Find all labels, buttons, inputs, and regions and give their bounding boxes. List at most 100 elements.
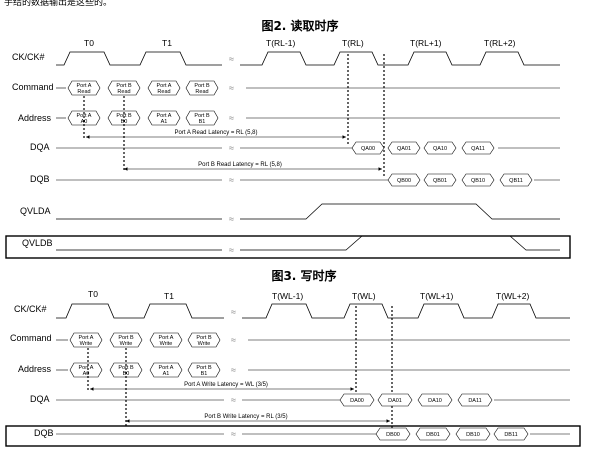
write-addr-cell-0-port: Port A bbox=[79, 365, 94, 371]
read-clock-label-rl-1: T(RL-1) bbox=[266, 38, 295, 48]
read-clock-label-rl+1: T(RL+1) bbox=[410, 38, 442, 48]
read-dqb-cell-1 bbox=[423, 173, 457, 187]
read-signal-qvldb: QVLDB bbox=[22, 238, 53, 248]
read-cmd-cell-0 bbox=[67, 80, 101, 96]
write-dqb-cells: DB00 DB01 DB10 DB11 bbox=[375, 427, 529, 441]
read-clock-label-rl+2: T(RL+2) bbox=[484, 38, 516, 48]
write-addr-cell-0-addr: A0 bbox=[83, 371, 90, 377]
write-cmd-cell-2-port: Port A bbox=[159, 335, 174, 341]
read-cmd-cell-2-port: Port A bbox=[157, 83, 172, 89]
write-addr-cell-3-port: Port B bbox=[196, 365, 212, 371]
read-cmd-cell-1 bbox=[107, 80, 141, 96]
write-dqb-cell-0 bbox=[375, 427, 411, 441]
read-break-qvldb: ≈ bbox=[229, 245, 234, 255]
read-clock-waveform-2 bbox=[240, 51, 560, 66]
write-dqa-text-0: DA00 bbox=[350, 398, 364, 404]
write-clock-label-wl-1: T(WL-1) bbox=[272, 291, 303, 301]
read-address-cells: Port A A0 Port B B0 Port A A1 Port B B1 bbox=[67, 110, 219, 126]
read-signal-dqa: DQA bbox=[30, 142, 50, 152]
read-qvlda-waveform-2 bbox=[240, 203, 560, 220]
read-cmd-cell-2 bbox=[147, 80, 181, 96]
read-latency-b-label: Port B Read Latency = RL (5,8) bbox=[198, 162, 282, 168]
write-clock-label-t0: T0 bbox=[88, 289, 98, 299]
read-addr-cell-3 bbox=[185, 110, 219, 126]
read-signal-dqb: DQB bbox=[30, 174, 50, 184]
figure-write: 图3. 写时序 T0 T1 T(WL-1) T(WL) T(WL+1) T(WL… bbox=[5, 268, 581, 447]
read-dqb-text-1: QB01 bbox=[433, 178, 447, 184]
read-break-qvlda: ≈ bbox=[229, 214, 234, 224]
read-addr-cell-2-addr: A1 bbox=[161, 119, 168, 125]
read-cmd-cell-2-op: Read bbox=[157, 89, 170, 95]
write-cmd-cell-3-port: Port B bbox=[196, 335, 212, 341]
read-addr-cell-3-addr: B1 bbox=[199, 119, 206, 125]
read-addr-cell-2 bbox=[147, 110, 181, 126]
read-qvldb-waveform-2 bbox=[240, 235, 560, 251]
read-break-ck: ≈ bbox=[229, 54, 234, 64]
write-command-cells: Port A Write Port B Write Port A Write P… bbox=[69, 332, 221, 348]
read-break-cmd: ≈ bbox=[229, 83, 234, 93]
read-clock-label-t1: T1 bbox=[162, 38, 172, 48]
figure-read-title: 图2. 读取时序 bbox=[261, 18, 338, 33]
write-dqb-text-1: DB01 bbox=[426, 432, 440, 438]
write-dqb-text-3: DB11 bbox=[504, 432, 517, 438]
read-dqb-text-2: QB10 bbox=[471, 178, 485, 184]
read-dqa-cells: QA00 QA01 QA10 QA11 bbox=[351, 141, 495, 155]
write-dqb-cell-1 bbox=[415, 427, 451, 441]
write-clock-waveform bbox=[56, 303, 224, 319]
read-cmd-cell-1-port: Port B bbox=[116, 83, 132, 89]
read-signal-address: Address bbox=[18, 113, 52, 123]
write-cmd-cell-3-op: Write bbox=[198, 341, 211, 347]
write-break-dqa: ≈ bbox=[231, 395, 236, 405]
read-dqa-cell-1 bbox=[387, 141, 421, 155]
write-cmd-cell-1-op: Write bbox=[120, 341, 133, 347]
read-break-addr: ≈ bbox=[229, 113, 234, 123]
read-cmd-cell-3-port: Port B bbox=[194, 83, 210, 89]
write-dqa-text-2: DA10 bbox=[428, 398, 442, 404]
read-dqb-cell-2 bbox=[461, 173, 495, 187]
write-cmd-cell-3 bbox=[187, 332, 221, 348]
write-addr-cell-2 bbox=[149, 362, 183, 378]
write-dqa-cell-3 bbox=[457, 393, 493, 407]
read-dqb-text-3: QB11 bbox=[509, 178, 523, 184]
write-addr-cell-2-addr: A1 bbox=[163, 371, 170, 377]
read-dqb-cells: QB00 QB01 QB10 QB11 bbox=[387, 173, 533, 187]
read-dqa-text-3: QA11 bbox=[471, 146, 485, 152]
write-signal-dqb: DQB bbox=[34, 428, 54, 438]
figure-write-title: 图3. 写时序 bbox=[271, 268, 336, 283]
write-addr-cell-2-port: Port A bbox=[159, 365, 174, 371]
write-signal-ck: CK/CK# bbox=[14, 304, 47, 314]
read-cmd-cell-0-op: Read bbox=[77, 89, 90, 95]
read-qvldb-highlight-box bbox=[5, 235, 571, 259]
read-clock-waveform bbox=[56, 51, 222, 66]
write-cmd-cell-0-op: Write bbox=[80, 341, 93, 347]
write-signal-address: Address bbox=[18, 364, 52, 374]
write-dqa-cell-1 bbox=[377, 393, 413, 407]
write-clock-label-wl: T(WL) bbox=[352, 291, 376, 301]
read-break-dqb: ≈ bbox=[229, 175, 234, 185]
write-latency-a-label: Port A Write Latency = WL (3/5) bbox=[184, 382, 268, 388]
write-address-cells: Port A A0 Port B B0 Port A A1 Port B B1 bbox=[69, 362, 221, 378]
write-dqb-cell-2 bbox=[455, 427, 491, 441]
read-dqb-cell-3 bbox=[499, 173, 533, 187]
read-clock-label-rl: T(RL) bbox=[342, 38, 364, 48]
write-break-dqb: ≈ bbox=[231, 429, 236, 439]
read-cmd-cell-3-op: Read bbox=[195, 89, 208, 95]
write-addr-cell-3-addr: B1 bbox=[201, 371, 208, 377]
read-cmd-cell-3 bbox=[185, 80, 219, 96]
read-latency-a-label: Port A Read Latency = RL (5,8) bbox=[175, 130, 258, 136]
read-dqa-cell-2 bbox=[423, 141, 457, 155]
write-dqa-cells: DA00 DA01 DA10 DA11 bbox=[339, 393, 493, 407]
write-addr-cell-0 bbox=[69, 362, 103, 378]
write-dqb-cell-3 bbox=[493, 427, 529, 441]
read-break-dqa: ≈ bbox=[229, 143, 234, 153]
read-addr-cell-2-port: Port A bbox=[157, 113, 172, 119]
write-addr-cell-3 bbox=[187, 362, 221, 378]
read-dqa-text-0: QA00 bbox=[361, 146, 375, 152]
write-cmd-cell-1-port: Port B bbox=[118, 335, 134, 341]
write-dqa-cell-2 bbox=[417, 393, 453, 407]
write-cmd-cell-0-port: Port A bbox=[79, 335, 94, 341]
read-signal-ck: CK/CK# bbox=[12, 52, 45, 62]
write-break-cmd: ≈ bbox=[231, 335, 236, 345]
read-command-cells: Port A Read Port B Read Port A Read Port… bbox=[67, 80, 219, 96]
write-cmd-cell-2-op: Write bbox=[160, 341, 173, 347]
